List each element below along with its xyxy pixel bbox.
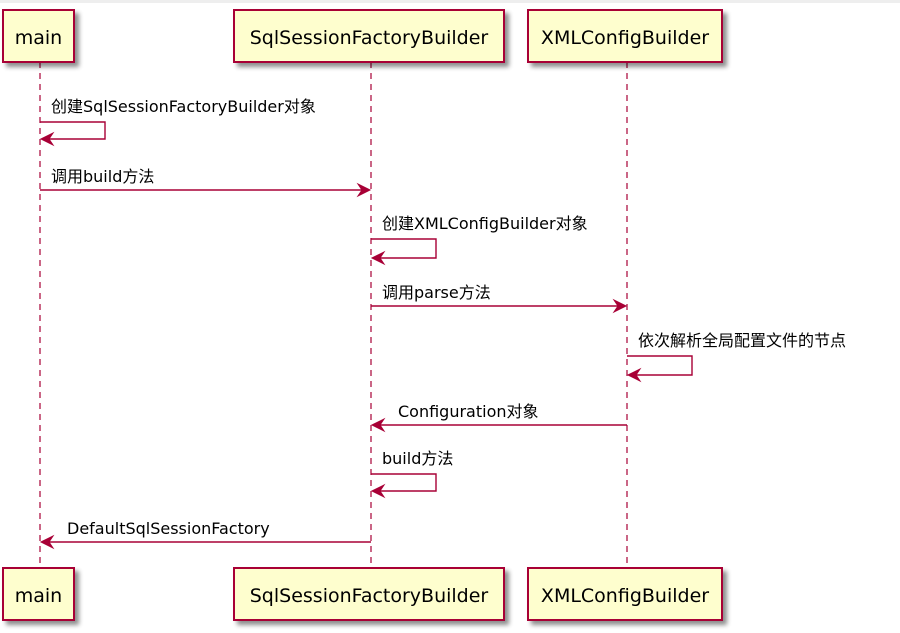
participant-label: main [15, 27, 62, 49]
message-label: build方法 [382, 449, 453, 468]
participant-box [527, 567, 723, 621]
arrowhead-icon [612, 298, 628, 314]
self-message-arrow [40, 121, 106, 140]
arrowhead-icon [370, 250, 386, 266]
message-label: DefaultSqlSessionFactory [67, 519, 270, 538]
message-7[interactable]: build方法 [370, 449, 453, 499]
participant-xcb-bottom[interactable]: XMLConfigBuilder [527, 567, 723, 621]
participant-label: XMLConfigBuilder [541, 27, 709, 49]
participant-label: SqlSessionFactoryBuilder [250, 27, 489, 49]
self-message-arrow [627, 355, 693, 376]
message-1[interactable]: 创建SqlSessionFactoryBuilder对象 [39, 97, 316, 147]
message-label: Configuration对象 [398, 402, 539, 421]
arrowhead-icon [39, 131, 55, 147]
message-2[interactable]: 调用build方法 [40, 167, 372, 198]
message-label: 调用parse方法 [382, 283, 491, 302]
participant-label: XMLConfigBuilder [541, 585, 709, 607]
message-6[interactable]: Configuration对象 [370, 402, 627, 433]
participant-box [527, 9, 723, 63]
participant-box [233, 9, 505, 63]
arrowhead-icon [39, 534, 55, 550]
message-8[interactable]: DefaultSqlSessionFactory [39, 519, 371, 550]
message-3[interactable]: 创建XMLConfigBuilder对象 [370, 214, 588, 266]
participant-ssfb-top[interactable]: SqlSessionFactoryBuilder [233, 9, 505, 63]
participant-ssfb-bottom[interactable]: SqlSessionFactoryBuilder [233, 567, 505, 621]
arrowhead-icon [356, 182, 372, 198]
self-message-arrow [371, 238, 437, 259]
participant-box [233, 567, 505, 621]
participant-label: main [15, 585, 62, 607]
participant-label: SqlSessionFactoryBuilder [250, 585, 489, 607]
message-label: 创建SqlSessionFactoryBuilder对象 [51, 97, 316, 116]
arrowhead-icon [370, 417, 386, 433]
arrowhead-icon [370, 483, 386, 499]
message-4[interactable]: 调用parse方法 [371, 283, 628, 314]
message-label: 依次解析全局配置文件的节点 [638, 331, 846, 350]
top-border [0, 0, 900, 3]
participant-main-bottom[interactable]: main [2, 567, 75, 621]
message-label: 创建XMLConfigBuilder对象 [382, 214, 588, 233]
arrowhead-icon [626, 367, 642, 383]
participant-box [2, 567, 75, 621]
participant-xcb-top[interactable]: XMLConfigBuilder [527, 9, 723, 63]
message-5[interactable]: 依次解析全局配置文件的节点 [626, 331, 846, 383]
message-label: 调用build方法 [51, 167, 154, 186]
self-message-arrow [371, 473, 437, 492]
participant-box [2, 9, 75, 63]
participant-main-top[interactable]: main [2, 9, 75, 63]
